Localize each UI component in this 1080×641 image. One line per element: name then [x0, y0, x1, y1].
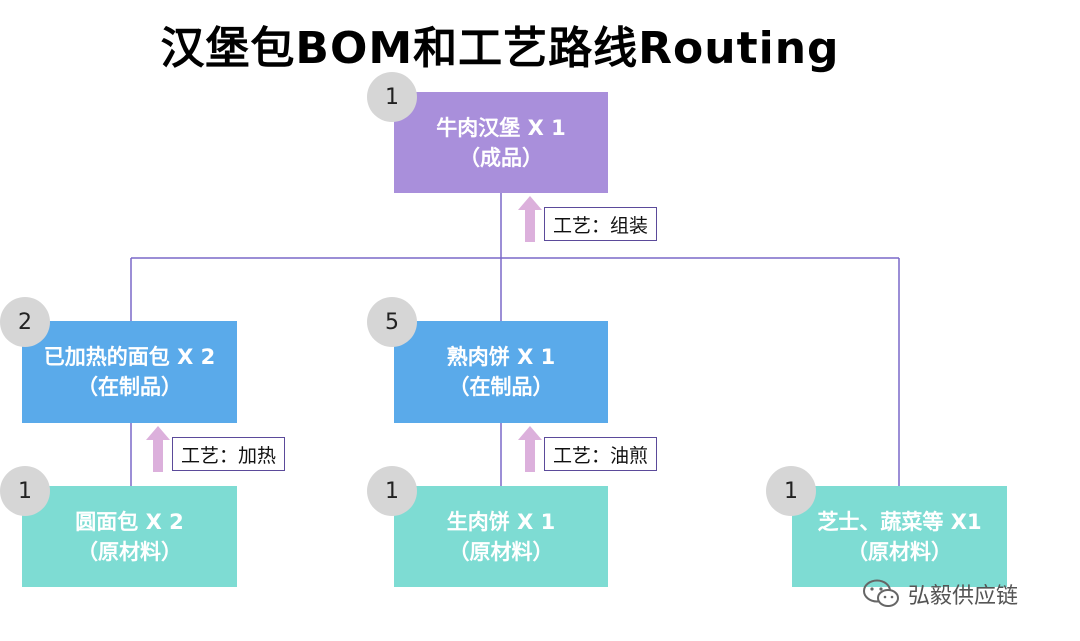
node-type: （在制品） — [448, 375, 554, 399]
node-raw-patty: 生肉饼 X 1 （原材料） — [394, 486, 608, 587]
node-cooked-patty: 熟肉饼 X 1 （在制品） — [394, 321, 608, 423]
quantity-badge: 1 — [367, 72, 417, 122]
node-name: 芝士、蔬菜等 X1 — [817, 509, 982, 534]
up-arrow-icon — [518, 196, 542, 242]
process-label-heat: 工艺：加热 — [172, 437, 286, 471]
node-type: （原材料） — [847, 539, 952, 564]
node-type: （原材料） — [77, 539, 182, 564]
watermark: 弘毅供应链 — [862, 574, 1018, 614]
watermark-text: 弘毅供应链 — [908, 584, 1019, 609]
node-name: 生肉饼 X 1 — [446, 509, 556, 534]
node-type: （原材料） — [448, 539, 554, 564]
node-heated-bun: 已加热的面包 X 2 （在制品） — [22, 321, 237, 423]
node-beef-burger: 牛肉汉堡 X 1 （成品） — [394, 92, 608, 193]
node-name: 熟肉饼 X 1 — [446, 345, 556, 369]
quantity-badge: 2 — [0, 297, 50, 347]
diagram-title: 汉堡包BOM和工艺路线Routing — [160, 23, 840, 74]
up-arrow-icon — [518, 426, 542, 472]
quantity-badge: 1 — [766, 466, 816, 516]
wechat-icon — [863, 579, 899, 607]
node-bun: 圆面包 X 2 （原材料） — [22, 486, 237, 587]
node-name: 牛肉汉堡 X 1 — [436, 115, 566, 140]
up-arrow-icon — [146, 426, 170, 472]
process-label-assemble: 工艺：组装 — [544, 207, 658, 241]
node-name: 圆面包 X 2 — [75, 509, 184, 534]
node-type: （在制品） — [77, 375, 182, 399]
node-name: 已加热的面包 X 2 — [43, 345, 216, 369]
node-type: （成品） — [459, 145, 543, 170]
process-label-fry: 工艺：油煎 — [544, 437, 658, 471]
node-cheese-vegetables: 芝士、蔬菜等 X1 （原材料） — [792, 486, 1007, 587]
quantity-badge: 1 — [367, 466, 417, 516]
quantity-badge: 5 — [367, 297, 417, 347]
quantity-badge: 1 — [0, 466, 50, 516]
